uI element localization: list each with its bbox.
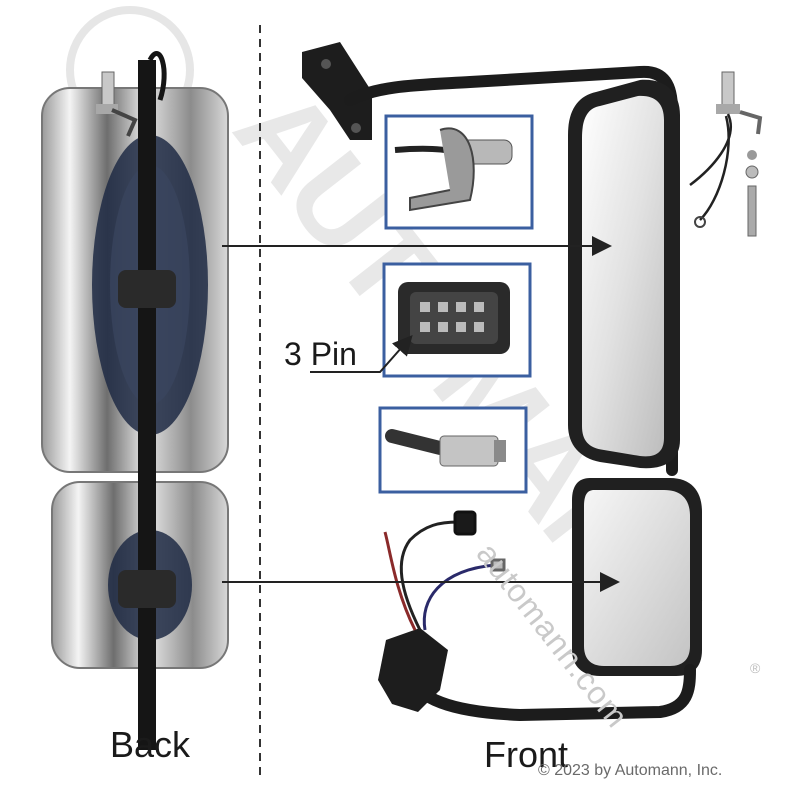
watermark-registered: ®	[750, 660, 761, 676]
inset-connector-box	[382, 262, 532, 378]
copyright-text: © 2023 by Automann, Inc.	[538, 762, 723, 779]
inset-antenna-box	[378, 406, 528, 494]
inset-stud-box	[384, 114, 534, 230]
front-upper-mount	[302, 42, 372, 140]
front-label: Front	[484, 734, 569, 775]
front-lower-mount	[378, 628, 448, 712]
wire-harness	[383, 510, 506, 631]
back-stud-hardware	[96, 71, 138, 137]
front-lower-arm	[394, 664, 696, 722]
back-lower-clamp	[118, 570, 176, 608]
pin-label: 3 Pin	[284, 336, 357, 372]
front-lower-mirror	[572, 478, 702, 676]
front-upper-mirror	[568, 79, 680, 469]
pin-pointer	[310, 335, 413, 373]
back-upper-clamp	[118, 270, 176, 308]
back-label: Back	[110, 724, 191, 765]
mounting-hardware	[689, 71, 763, 237]
back-support-rod	[138, 60, 156, 750]
